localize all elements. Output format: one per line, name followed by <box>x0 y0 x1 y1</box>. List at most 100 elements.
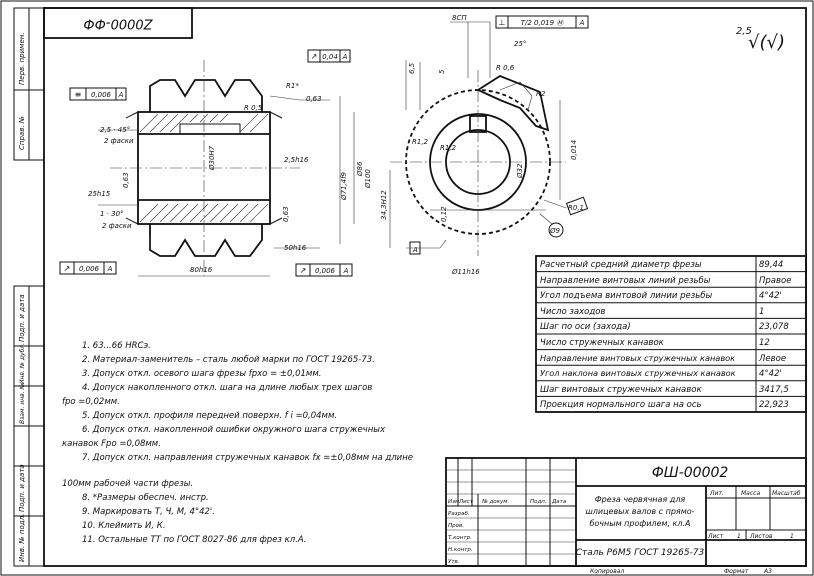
dim-d32: Ø32 <box>516 163 524 179</box>
svg-text:⊥: ⊥ <box>499 18 506 27</box>
note-line: 10. Клеймить И, К. <box>82 521 166 531</box>
side-label-1: Справ. № <box>18 116 26 150</box>
param-value-2: 4°42' <box>759 291 782 301</box>
param-name-9: Проекция нормального шага на ось <box>540 400 702 410</box>
note-line: fpo =0,02мм. <box>62 397 120 407</box>
svg-text:↗: ↗ <box>300 266 307 275</box>
param-value-1: Правое <box>759 276 791 286</box>
dim-d100: Ø100 <box>364 169 372 189</box>
dim-chamfer-b: 1 · 30° <box>100 210 124 218</box>
param-name-1: Направление винтовых линий резьбы <box>540 276 711 286</box>
doc-name-1: Фреза червячная для <box>595 495 686 504</box>
dim-chamfer-a: 2,5 · 45° <box>100 126 130 134</box>
param-value-9: 22,923 <box>759 400 789 410</box>
doc-name-2: шлицевых валов с прямо- <box>585 507 694 516</box>
note-line: 100мм рабочей части фрезы. <box>62 479 193 489</box>
side-label-2: Подп. и дата <box>18 294 26 342</box>
tb-col-date: Дата <box>551 499 567 505</box>
svg-text:А: А <box>343 267 349 275</box>
note-line: 4. Допуск накопленного откл. шага на дли… <box>82 383 372 393</box>
dim-25deg: 25° <box>514 40 526 48</box>
tb-role-2: Т.контр. <box>448 535 472 541</box>
note-line: 3. Допуск откл. осевого шага фрезы fpxo … <box>82 369 321 379</box>
tol-frame-0: ↗ 0,04 А <box>307 49 351 63</box>
note-line: 8. *Размеры обеспеч. инстр. <box>82 493 209 503</box>
param-name-7: Угол наклона винтовых стружечных канавок <box>540 368 736 378</box>
format-label: Формат <box>724 568 749 575</box>
note-line: канавок Fpo =0,08мм. <box>62 439 161 449</box>
tb-scale-label: Масштаб <box>772 490 801 497</box>
dim-chamfer-a-count: 2 фаски <box>104 137 134 145</box>
dim-65: 6,5 <box>408 62 416 74</box>
roughness-value: 2,5 <box>736 26 752 37</box>
svg-text:T/2 0,019 Ⓜ: T/2 0,019 Ⓜ <box>521 19 565 27</box>
dim-r12-a: R1,2 <box>412 138 429 146</box>
svg-text:↗: ↗ <box>64 264 71 273</box>
dim-d9: Ø9 <box>549 227 561 235</box>
svg-text:0,006: 0,006 <box>79 265 100 273</box>
param-name-4: Шаг по оси (захода) <box>540 322 631 332</box>
svg-text:0,006: 0,006 <box>91 91 112 99</box>
dim-r06: R 0,6 <box>496 64 515 72</box>
param-value-4: 23,078 <box>759 322 789 332</box>
svg-text:А: А <box>107 265 113 273</box>
dim-r01: R0,1 <box>568 204 584 212</box>
title-block <box>445 457 807 567</box>
section-view <box>98 60 355 277</box>
side-label-5: Подп. и дата <box>18 464 26 512</box>
tol-frame-4: ⊥ T/2 0,019 Ⓜ А <box>495 15 589 29</box>
dim-80h16: 80h16 <box>190 266 213 274</box>
dim-50h16: 50h16 <box>284 244 307 252</box>
doc-name-3: бочным профилем, кл.А <box>589 519 690 528</box>
tb-sheet-label: Лист <box>707 533 724 540</box>
svg-text:↗: ↗ <box>311 52 318 61</box>
side-label-0: Перв. примен. <box>18 32 26 85</box>
side-label-6: Инв. № подл. <box>18 514 26 562</box>
tb-sheets-value: 1 <box>790 533 794 540</box>
param-value-6: Левое <box>758 354 786 364</box>
svg-text:А: А <box>579 19 585 27</box>
dim-d30: Ø30H7 <box>208 145 216 171</box>
param-value-5: 12 <box>759 338 770 348</box>
dim-25h16: 2,5h16 <box>284 156 309 164</box>
tb-mass-label: Масса <box>741 490 760 497</box>
doc-material: Сталь Р6М5 ГОСТ 19265-73 <box>576 548 705 558</box>
param-value-0: 89,44 <box>759 260 783 270</box>
params-table <box>535 255 807 413</box>
tb-col-sign: Подп. <box>530 499 547 505</box>
end-view <box>389 21 589 256</box>
dim-5: 5 <box>438 69 446 74</box>
dim-r1: R1* <box>286 82 299 90</box>
tol-frame-3: ↗ 0,006 А <box>295 263 353 277</box>
side-label-3: Инв. № дубл. <box>19 343 26 384</box>
base-a-label: А <box>412 246 418 254</box>
svg-text:А: А <box>342 53 348 61</box>
tol-frame-2: ↗ 0,006 А <box>59 261 117 275</box>
side-stamp: Перв. примен. Справ. № Подп. и дата Инв.… <box>13 7 45 567</box>
note-line: 2. Материал-заменитель – сталь любой мар… <box>82 355 375 365</box>
tb-col-doc: № докум. <box>481 499 509 505</box>
param-value-3: 1 <box>759 307 764 317</box>
dim-d14: 0,014 <box>570 140 578 160</box>
tb-col-list: Лист <box>458 499 474 505</box>
dim-r2: R2 <box>536 90 546 98</box>
note-line: 7. Допуск откл. направления стружечных к… <box>82 453 413 463</box>
note-line: 9. Маркировать Т, Ч, М, 4°42'. <box>82 507 215 517</box>
note-line: 11. Остальные ТТ по ГОСТ 8027-86 для фре… <box>82 535 306 545</box>
tb-role-0: Разраб. <box>448 511 470 517</box>
note-line: 6. Допуск откл. накопленной ошибки окруж… <box>82 425 386 435</box>
copy-label: Копировал <box>590 568 624 575</box>
tb-col-izm: Изм. <box>448 499 461 505</box>
param-name-0: Расчетный средний диаметр фрезы <box>540 260 702 270</box>
dim-d71: Ø71,4f9 <box>340 171 348 201</box>
note-line: 5. Допуск откл. профиля передней поверхн… <box>82 411 337 421</box>
param-name-2: Угол подъема винтовой линии резьбы <box>540 291 713 301</box>
param-value-8: 3417,5 <box>759 385 789 395</box>
svg-text:≡: ≡ <box>75 90 82 99</box>
note-line: 1. 63...66 HRCэ. <box>82 341 151 351</box>
dim-012: 0,12 <box>440 206 448 222</box>
tb-sheets-label: Листов <box>749 533 773 540</box>
format-value: А3 <box>763 568 772 575</box>
tb-role-4: Утв. <box>448 559 460 565</box>
